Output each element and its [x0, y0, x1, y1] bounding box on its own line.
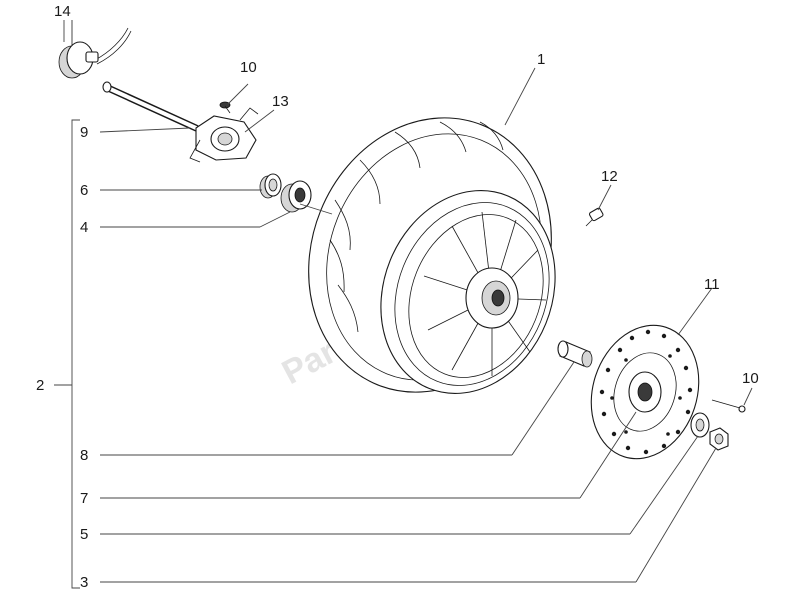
part-10-screw-top [219, 101, 231, 114]
part-13-drive-plate [189, 107, 259, 163]
callout-6: 6 [80, 182, 88, 199]
part-10-screw-right [711, 399, 746, 413]
part-14-speedo-drive [58, 20, 132, 79]
callout-9: 9 [80, 124, 88, 141]
callout-labels: 1 2 3 4 5 6 7 8 9 10 10 11 12 13 14 [36, 3, 759, 591]
callout-1: 1 [537, 51, 545, 68]
callout-7: 7 [80, 490, 88, 507]
callout-10-right: 10 [742, 370, 759, 387]
callout-10-top: 10 [240, 59, 257, 76]
part-6-spacer [259, 173, 282, 199]
callout-8: 8 [80, 447, 88, 464]
part-4-bearing [280, 180, 312, 213]
part-12-valve [585, 207, 604, 227]
callout-13: 13 [272, 93, 289, 110]
part-11-brake-disc [590, 324, 700, 460]
callout-2: 2 [36, 377, 44, 394]
leader-lines [63, 20, 753, 583]
part-3-nut [709, 427, 729, 451]
callout-12: 12 [601, 168, 618, 185]
part-1-wheel [308, 117, 556, 394]
callout-5: 5 [80, 526, 88, 543]
assembly-bracket [54, 119, 80, 589]
part-5-washer [690, 412, 710, 438]
part-8-spacer-tube [557, 340, 593, 368]
callout-11: 11 [704, 276, 720, 293]
callout-4: 4 [80, 219, 88, 236]
callout-3: 3 [80, 574, 88, 591]
callout-14: 14 [54, 3, 71, 20]
part-9-axle [102, 81, 200, 132]
